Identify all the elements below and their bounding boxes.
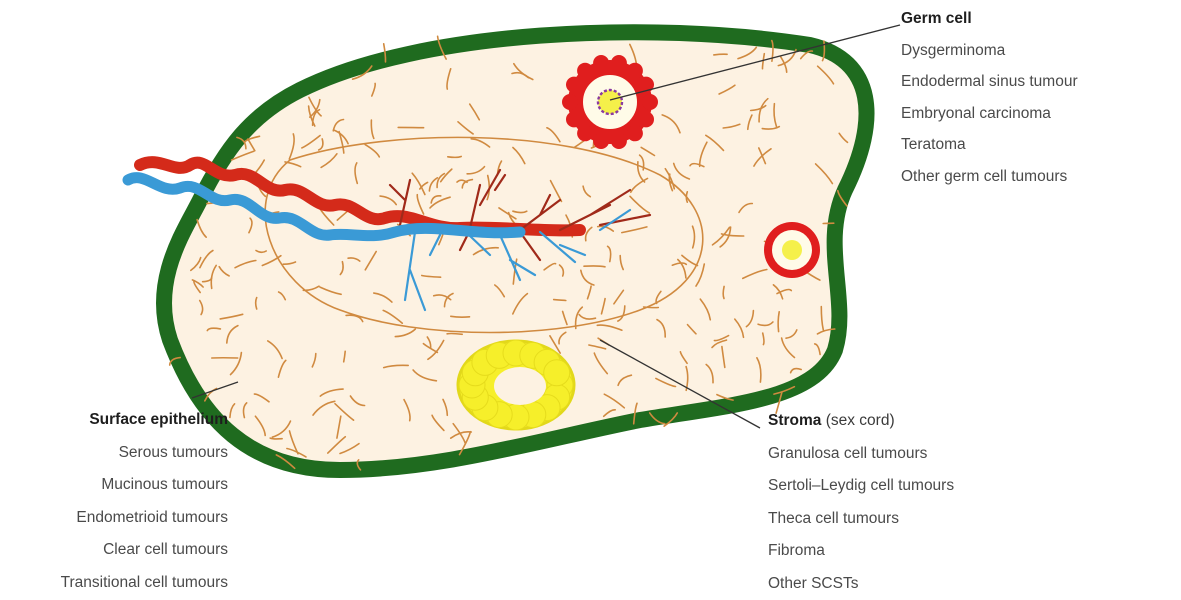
corpus-luteum: [458, 340, 574, 430]
surface-epithelium-item: Mucinous tumours: [0, 469, 228, 502]
stroma-item: Theca cell tumours: [768, 503, 954, 536]
follicle-bump: [611, 55, 627, 71]
stroma-fibre: [723, 286, 724, 298]
germ-cell-item: Teratoma: [901, 129, 1078, 161]
corpus-lobe: [544, 360, 570, 386]
stroma-heading-main: Stroma: [768, 412, 821, 429]
stroma-fibre: [270, 438, 282, 439]
stroma-item: Fibroma: [768, 535, 954, 568]
surface-epithelium-heading: Surface epithelium: [0, 404, 228, 437]
stroma-item: Granulosa cell tumours: [768, 438, 954, 471]
germ-cell-item: Endodermal sinus tumour: [901, 66, 1078, 98]
stroma-fibre: [451, 316, 470, 317]
stroma-fibre: [448, 157, 461, 158]
germ-cell-item: Other germ cell tumours: [901, 161, 1078, 193]
surface-epithelium-group: Surface epithelium Serous tumours Mucino…: [0, 404, 228, 599]
stroma-fibre: [714, 54, 727, 55]
follicle-bump: [642, 94, 658, 110]
germ-cell-item: Dysgerminoma: [901, 35, 1078, 67]
surface-epithelium-item: Clear cell tumours: [0, 534, 228, 567]
follicle-bump: [593, 133, 609, 149]
stroma-heading: Stroma (sex cord): [768, 405, 954, 438]
surface-epithelium-item: Endometrioid tumours: [0, 502, 228, 535]
follicle-bump: [638, 111, 654, 127]
follicle-bump: [627, 125, 643, 141]
stroma-fibre: [584, 266, 605, 267]
follicle-bump: [577, 63, 593, 79]
follicle-bump: [577, 125, 593, 141]
follicle-bump: [611, 133, 627, 149]
stroma-group: Stroma (sex cord) Granulosa cell tumours…: [768, 405, 954, 600]
stroma-item: Sertoli–Leydig cell tumours: [768, 470, 954, 503]
follicle-bump: [593, 55, 609, 71]
follicle-bump: [562, 94, 578, 110]
stroma-heading-sub: (sex cord): [821, 412, 894, 429]
stroma-fibre: [554, 300, 566, 301]
germ-cell-item: Embryonal carcinoma: [901, 98, 1078, 130]
stroma-fibre: [644, 307, 659, 308]
follicle-small: [764, 222, 820, 278]
surface-epithelium-item: Transitional cell tumours: [0, 567, 228, 600]
germ-cell-group: Germ cell Dysgerminoma Endodermal sinus …: [901, 3, 1078, 192]
follicle-bump: [627, 63, 643, 79]
follicle-bump: [566, 77, 582, 93]
germ-cell-heading: Germ cell: [901, 3, 1078, 35]
follicle-bump: [566, 111, 582, 127]
surface-epithelium-item: Serous tumours: [0, 437, 228, 470]
stroma-item: Other SCSTs: [768, 568, 954, 600]
stroma-fibre: [447, 333, 462, 334]
